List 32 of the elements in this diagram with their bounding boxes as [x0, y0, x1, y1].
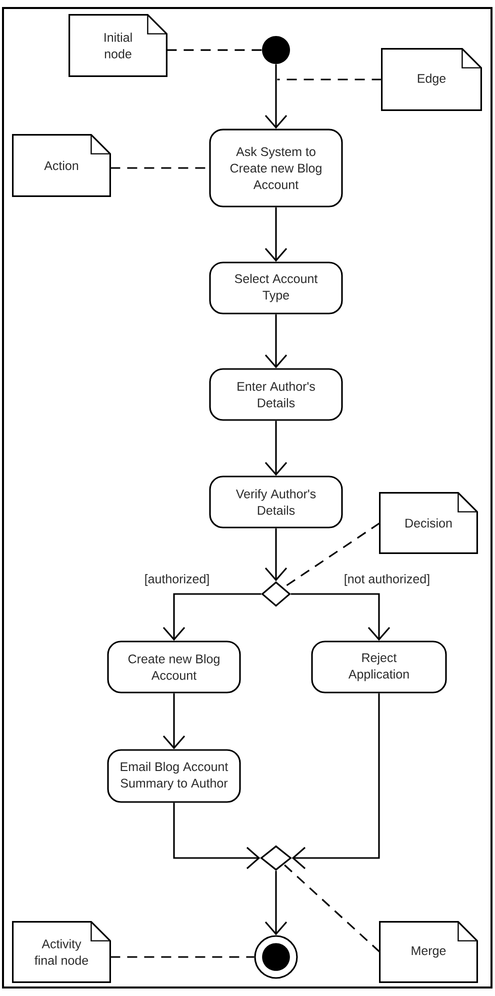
edge-label: [authorized]	[143, 573, 211, 587]
action-box: Select Account Type	[209, 262, 343, 314]
note-box: Merge	[379, 921, 478, 983]
leader-line	[277, 78, 382, 80]
note-box: Activity final node	[12, 921, 111, 983]
note-box: Decision	[379, 492, 478, 554]
action-box: Create new Blog Account	[107, 640, 241, 694]
note-box: Initial node	[68, 14, 168, 78]
arrow	[264, 528, 288, 582]
arrow	[162, 593, 262, 641]
arrow	[264, 314, 288, 368]
action-box: Email Blog Account Summary to Author	[107, 749, 241, 803]
arrow	[264, 207, 288, 262]
action-box: Ask System to Create new Blog Account	[209, 128, 343, 208]
leader-line	[283, 864, 380, 953]
action-box: Enter Author's Details	[209, 368, 343, 421]
arrow	[162, 693, 186, 750]
leader-line	[166, 49, 262, 51]
arrow	[264, 870, 288, 936]
leader-line	[110, 956, 254, 958]
arrow	[292, 693, 380, 870]
arrow	[264, 420, 288, 476]
initial-dot	[262, 36, 290, 64]
action-box: Verify Author's Details	[209, 476, 343, 528]
note-box: Edge	[381, 48, 482, 111]
final-node-symbol	[254, 935, 298, 979]
arrow	[264, 64, 288, 129]
note-box: Action	[12, 134, 111, 198]
arrow	[290, 593, 390, 641]
edge-label: [not authorized]	[342, 573, 432, 587]
arrow	[173, 802, 260, 870]
action-box: Reject Application	[311, 640, 447, 694]
